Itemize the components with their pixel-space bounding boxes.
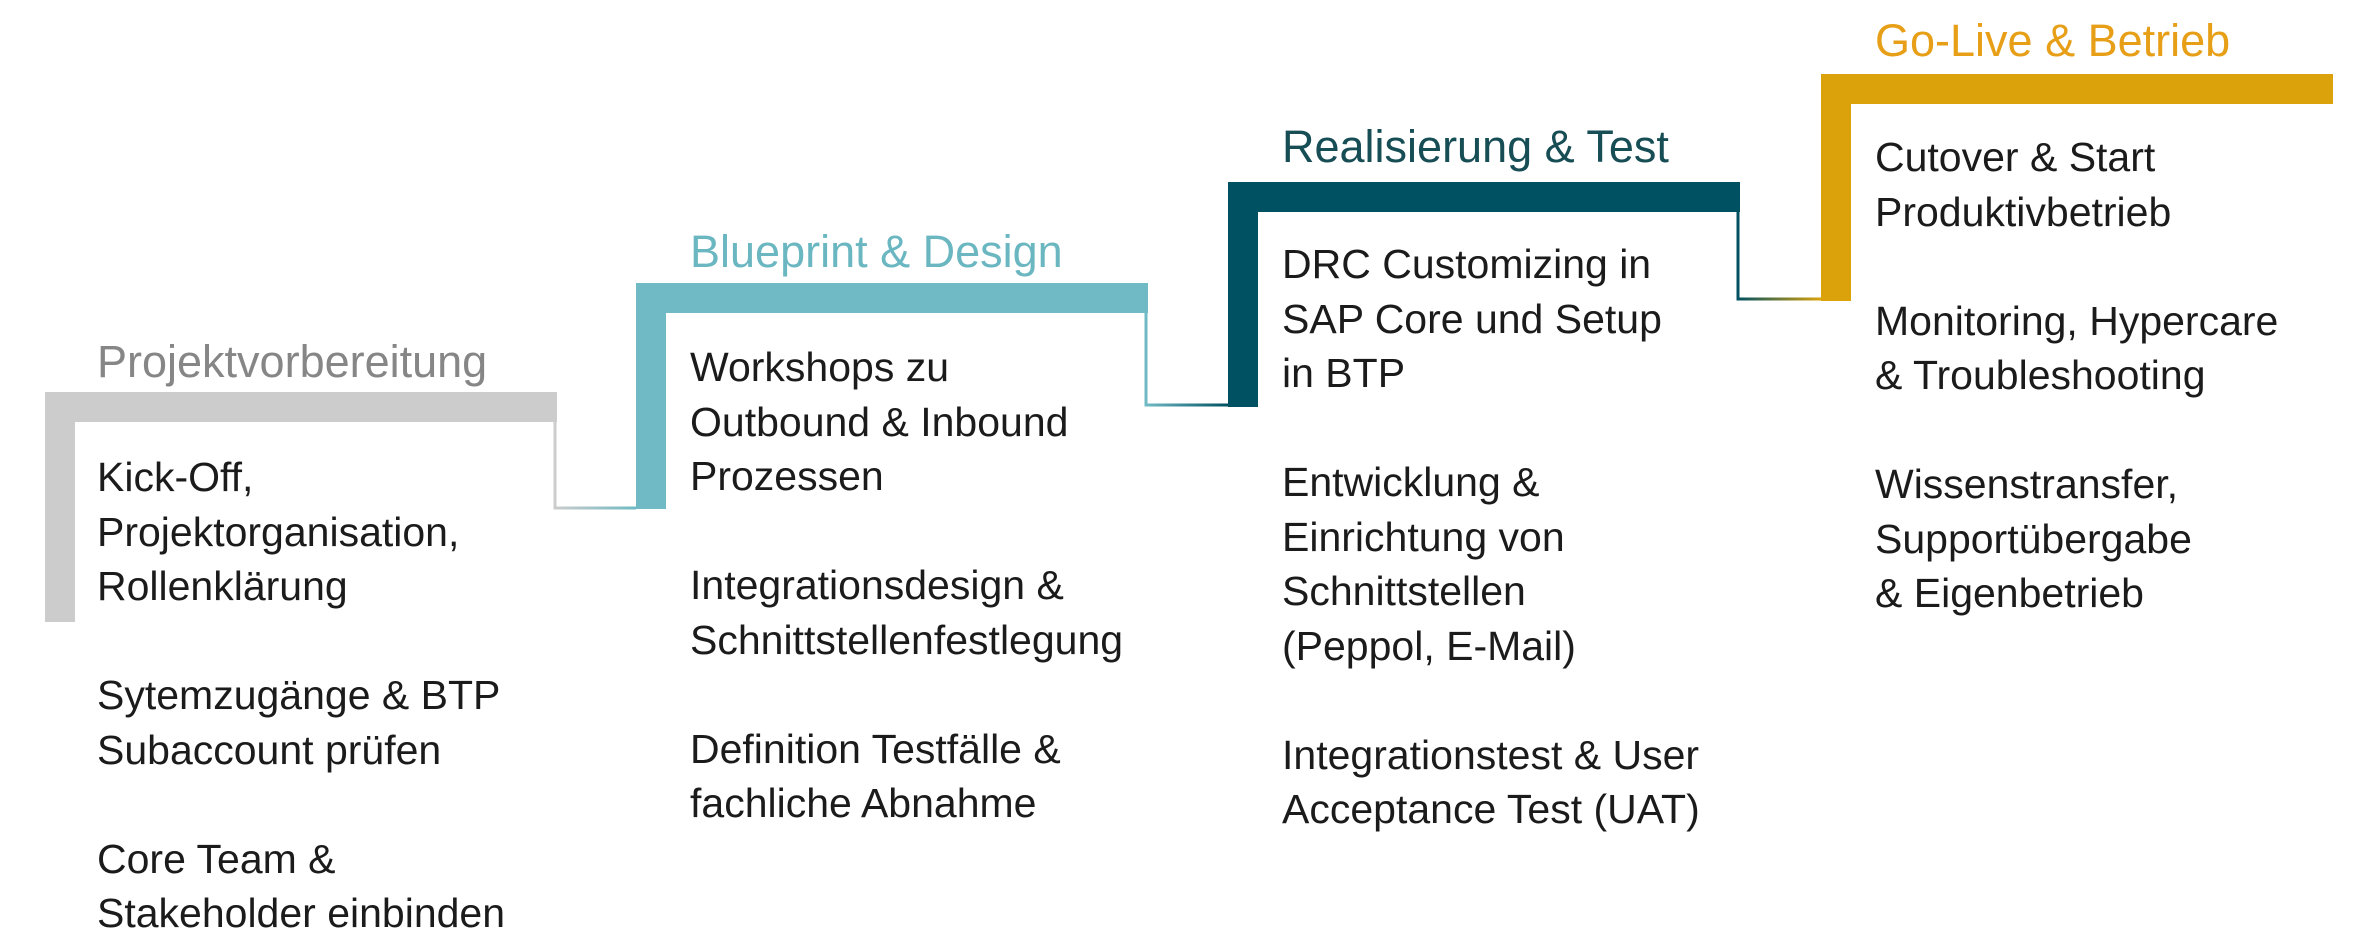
phase-items-realisierung: DRC Customizing in SAP Core und Setup in… xyxy=(1282,237,1782,837)
phase-item: Workshops zu Outbound & Inbound Prozesse… xyxy=(690,344,1069,499)
step-post-projektvorbereitung xyxy=(45,392,75,622)
connector-1-2 xyxy=(553,422,636,510)
phase-items-blueprint: Workshops zu Outbound & Inbound Prozesse… xyxy=(690,340,1170,831)
step-post-golive xyxy=(1821,74,1851,301)
phase-item: Wissenstransfer, Supportübergabe & Eigen… xyxy=(1875,461,2192,616)
phase-items-projektvorbereitung: Kick-Off, Projektorganisation, Rollenklä… xyxy=(97,450,537,941)
phase-item: Integrationstest & User Acceptance Test … xyxy=(1282,731,1700,833)
phase-item: Kick-Off, Projektorganisation, Rollenklä… xyxy=(97,454,460,609)
phase-item: Sytemzugänge & BTP Subaccount prüfen xyxy=(97,672,501,773)
phase-item: Monitoring, Hypercare & Troubleshooting xyxy=(1875,297,2279,399)
phase-items-golive: Cutover & Start Produktivbetrieb Monitor… xyxy=(1875,130,2335,621)
connector-3-4 xyxy=(1736,212,1821,301)
phase-item: Definition Testfälle & fachliche Abnahme xyxy=(690,725,1061,827)
phase-title-blueprint: Blueprint & Design xyxy=(690,226,1063,277)
step-bar-realisierung xyxy=(1228,182,1740,212)
step-post-blueprint xyxy=(636,283,666,509)
phase-item: Entwicklung & Einrichtung von Schnittste… xyxy=(1282,459,1576,669)
phase-title-realisierung: Realisierung & Test xyxy=(1282,121,1669,172)
phase-title-projektvorbereitung: Projektvorbereitung xyxy=(97,336,488,387)
step-bar-blueprint xyxy=(636,283,1148,313)
phase-item: Core Team & Stakeholder einbinden xyxy=(97,835,506,937)
phase-item: Cutover & Start Produktivbetrieb xyxy=(1875,134,2172,235)
step-post-realisierung xyxy=(1228,182,1258,407)
phase-item: Integrationsdesign & Schnittstellenfestl… xyxy=(690,562,1124,663)
phase-title-golive: Go-Live & Betrieb xyxy=(1875,15,2231,66)
step-bar-projektvorbereitung xyxy=(45,392,557,422)
phase-item: DRC Customizing in SAP Core und Setup in… xyxy=(1282,241,1662,396)
step-bar-golive xyxy=(1821,74,2333,104)
connector-2-3 xyxy=(1144,313,1228,407)
